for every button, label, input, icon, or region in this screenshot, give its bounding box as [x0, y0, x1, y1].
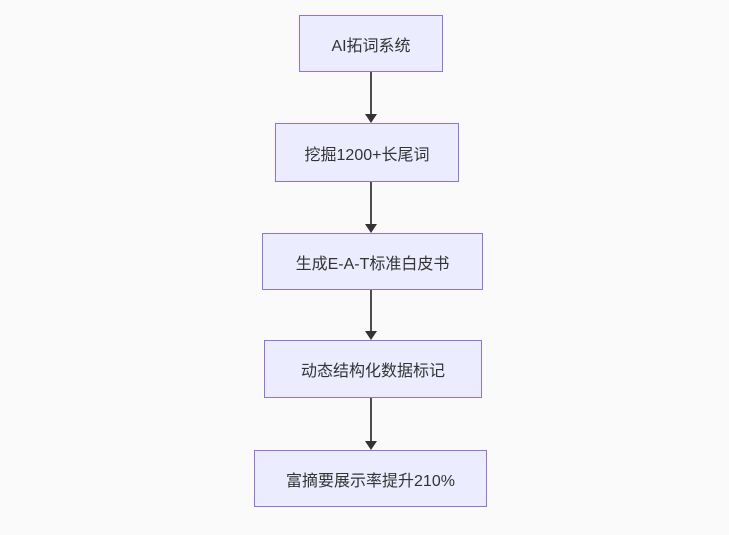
flow-node-longtail-mining: 挖掘1200+长尾词 — [275, 123, 459, 182]
flow-node-structured-data-markup: 动态结构化数据标记 — [264, 340, 482, 398]
arrowhead-down-icon — [365, 441, 377, 450]
arrowhead-down-icon — [365, 114, 377, 123]
flow-node-ai-word-expansion: AI拓词系统 — [299, 15, 443, 72]
arrow-line — [370, 290, 372, 332]
flow-node-label: 挖掘1200+长尾词 — [304, 146, 430, 164]
flow-node-label: AI拓词系统 — [331, 37, 411, 55]
flow-arrow-3 — [364, 290, 378, 340]
flow-arrow-2 — [364, 182, 378, 233]
flow-node-label: 富摘要展示率提升210% — [286, 472, 455, 490]
flow-arrow-4 — [364, 398, 378, 450]
arrow-line — [370, 72, 372, 115]
arrowhead-down-icon — [365, 331, 377, 340]
flow-node-eat-whitepaper: 生成E-A-T标准白皮书 — [262, 233, 483, 290]
flow-arrow-1 — [364, 72, 378, 123]
flow-node-label: 生成E-A-T标准白皮书 — [295, 255, 450, 273]
arrow-line — [370, 182, 372, 225]
arrow-line — [370, 398, 372, 442]
arrowhead-down-icon — [365, 224, 377, 233]
flow-node-label: 动态结构化数据标记 — [300, 363, 445, 380]
flow-node-rich-snippet-result: 富摘要展示率提升210% — [254, 450, 487, 507]
